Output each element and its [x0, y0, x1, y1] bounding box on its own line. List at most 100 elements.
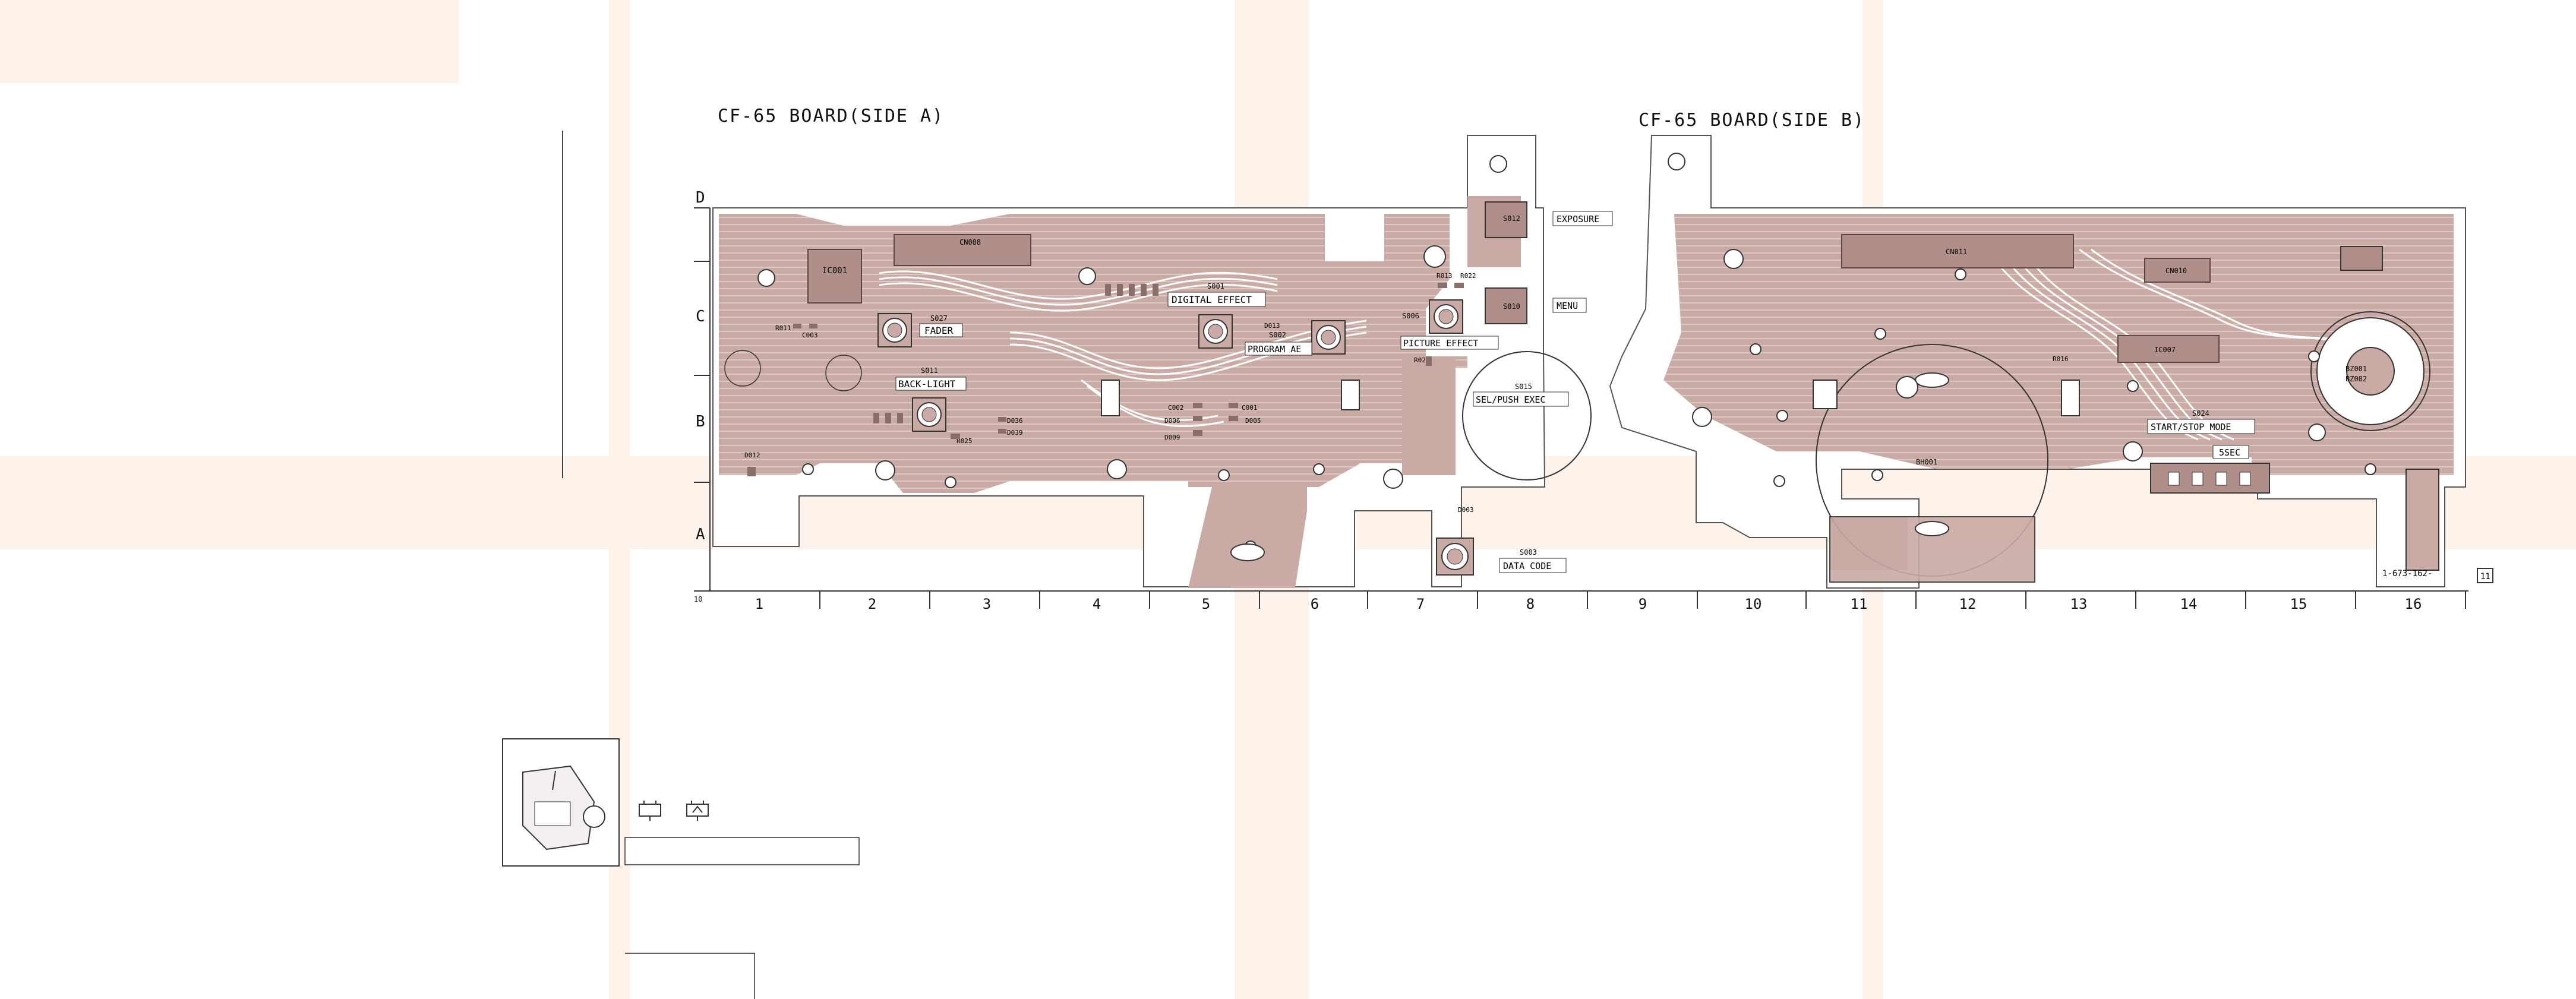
bz002-label: BZ002 [2345, 375, 2367, 383]
header-band [0, 0, 459, 83]
caption-box [624, 837, 860, 865]
left-margin-rule [562, 131, 563, 478]
row-label-c: C [696, 308, 705, 325]
col-label-2: 2 [867, 596, 877, 612]
col-label-4: 4 [1092, 596, 1101, 612]
r013-label: R013 [1437, 272, 1453, 280]
data-code-label: DATA CODE [1503, 561, 1551, 571]
board-a: IC001 CN008 S027 FADER S011 BACK-LIGHT S… [712, 135, 1613, 588]
col-label-7: 7 [1416, 596, 1425, 612]
s012-label: S012 [1503, 214, 1520, 223]
s006-label: S006 [1402, 312, 1419, 320]
switch-program-ae[interactable] [1311, 320, 1346, 355]
board-a-title: CF-65 BOARD(SIDE A) [718, 106, 945, 127]
grid-corner-label: 10 [694, 595, 703, 603]
c003-label: C003 [802, 331, 818, 339]
switch-fader[interactable] [877, 313, 912, 347]
row-label-d: D [696, 189, 705, 207]
buzzer [2310, 311, 2430, 431]
c001-label: C001 [1242, 404, 1258, 412]
cn011-label: CN011 [1946, 248, 1967, 256]
camera-thumbnail [502, 738, 620, 867]
start-stop-label: START/STOP MODE [2151, 422, 2231, 432]
col-label-14: 14 [2180, 596, 2198, 612]
picture-effect-label: PICTURE EFFECT [1403, 338, 1478, 349]
board-a-tab-copper [1188, 487, 1307, 588]
sel-push-label: SEL/PUSH EXEC [1476, 394, 1545, 405]
slot-a2 [1341, 380, 1360, 410]
board-a-holes [757, 155, 1507, 552]
switch-data-code[interactable] [1436, 538, 1474, 576]
col-label-9: 9 [1638, 596, 1647, 612]
switch-backlight[interactable] [912, 397, 946, 432]
switch-digital-effect[interactable] [1198, 314, 1233, 349]
cn010-label: CN010 [2165, 267, 2187, 275]
bz001-label: BZ001 [2345, 365, 2367, 373]
ic007-chip [2117, 335, 2220, 363]
ic001-chip [807, 249, 862, 304]
switch-start-stop-pins [2168, 472, 2251, 486]
col-label-6: 6 [1310, 596, 1319, 612]
r022-label: R022 [1460, 272, 1476, 280]
fader-label: FADER [924, 325, 954, 336]
d012-label: D012 [744, 451, 760, 459]
board-b-title: CF-65 BOARD(SIDE B) [1639, 110, 1865, 131]
row-label-a: A [696, 526, 705, 543]
s001-label: S001 [1207, 282, 1224, 290]
s002-label: S002 [1269, 331, 1286, 339]
connector-copper [1402, 356, 1456, 475]
d036-label: D036 [1007, 417, 1023, 425]
switch-menu[interactable] [1485, 287, 1527, 324]
cn008-connector [894, 234, 1031, 266]
slot-a1 [1101, 380, 1120, 416]
cn008-label: CN008 [959, 238, 981, 246]
board-a-traces [879, 270, 1367, 427]
col-label-15: 15 [2290, 596, 2307, 612]
s024-label: S024 [2192, 409, 2209, 418]
exposure-label: EXPOSURE [1557, 214, 1599, 225]
col-label-8: 8 [1526, 596, 1535, 612]
switch-picture-effect[interactable] [1429, 299, 1463, 334]
d005-label: D005 [1245, 417, 1261, 425]
ic001-label: IC001 [822, 266, 847, 276]
d013-label: D013 [1264, 322, 1280, 330]
col-label-5: 5 [1201, 596, 1211, 612]
row-label-b: B [696, 413, 705, 431]
slot-b1 [1813, 380, 1838, 409]
board-b: CN011 CN010 IC007 BZ001 BZ002 BH001 S024… [1609, 135, 2493, 589]
sel-push-dial[interactable] [1462, 351, 1592, 480]
r023-label: R023 [1414, 356, 1430, 364]
d003-label: D003 [1458, 506, 1474, 514]
bh001-label: BH001 [1916, 458, 1937, 466]
revision-label: 11 [2480, 572, 2490, 581]
slot-b2 [2061, 380, 2080, 416]
board-b-holes [1668, 153, 2376, 487]
board-a-circles [724, 350, 862, 391]
ic007-label: IC007 [2154, 346, 2176, 354]
d009-label: D009 [1164, 434, 1180, 441]
c002-label: C002 [1168, 404, 1184, 412]
backlight-label: BACK-LIGHT [898, 378, 956, 390]
cn010-connector [2144, 258, 2211, 283]
r016-label: R016 [2053, 355, 2069, 363]
grid-frame [694, 207, 2468, 609]
s003-label: S003 [1520, 548, 1537, 557]
switch-exposure[interactable] [1485, 201, 1527, 238]
r011-label: R011 [775, 324, 791, 332]
col-label-12: 12 [1959, 596, 1977, 612]
col-label-11: 11 [1850, 596, 1868, 612]
board-a-passives [747, 283, 1464, 476]
footer-frame [625, 953, 755, 999]
digital-effect-label: DIGITAL EFFECT [1172, 294, 1252, 305]
s015-label: S015 [1515, 382, 1532, 391]
col-label-16: 16 [2404, 596, 2422, 612]
col-label-13: 13 [2070, 596, 2088, 612]
diode-symbol-2 [686, 801, 709, 821]
side-connector [2405, 469, 2439, 571]
s027-label: S027 [930, 314, 948, 323]
col-label-1: 1 [755, 596, 764, 612]
part-number-label: 1-673-162- [2382, 569, 2432, 578]
s011-label: S011 [921, 366, 938, 375]
diode-symbol-1 [639, 801, 661, 821]
